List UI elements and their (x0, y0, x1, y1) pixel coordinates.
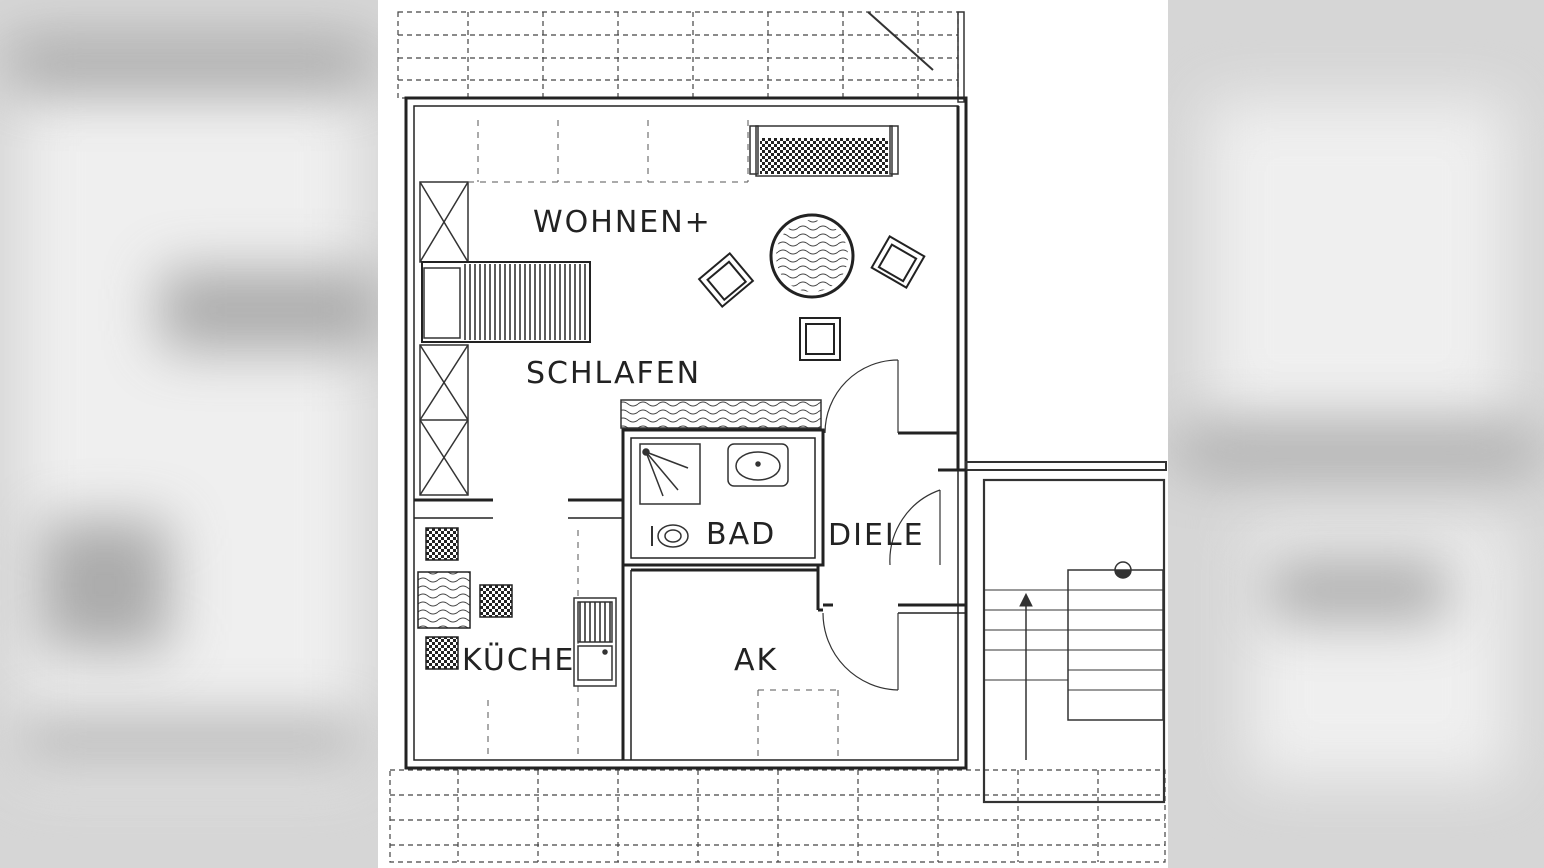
room-label-bad: BAD (706, 517, 776, 552)
countertop (620, 399, 822, 429)
bottom-terrace (389, 769, 1166, 863)
room-label-schlafen: SCHLAFEN (526, 356, 701, 391)
interior-walls (414, 428, 968, 760)
kitchen-counter (417, 571, 471, 629)
washbasin-icon (727, 443, 789, 487)
top-terrace (397, 11, 959, 99)
chair-icon (697, 251, 755, 309)
stove-icon (425, 527, 513, 670)
blurred-backdrop-left (0, 0, 378, 868)
floor-plan: WOHNEN+ SCHLAFEN BAD DIELE KÜCHE AK (378, 0, 1168, 868)
chair-icon (799, 317, 841, 361)
room-label-wohnen: WOHNEN+ (533, 205, 712, 240)
terrace-diagonal (867, 11, 934, 71)
room-label-ak: AK (734, 643, 778, 678)
sofa-icon (749, 125, 899, 177)
wardrobe-units (419, 181, 469, 496)
toilet-icon (651, 524, 689, 548)
room-label-kueche: KÜCHE (462, 642, 575, 678)
terrace-parapet (957, 11, 965, 103)
blurred-backdrop-right (1168, 0, 1544, 868)
stairwell (965, 461, 1167, 804)
room-label-diele: DIELE (828, 518, 925, 553)
chair-icon (870, 235, 926, 289)
sink-icon (573, 597, 617, 687)
door-swings (822, 359, 941, 691)
shower-icon (639, 443, 701, 505)
bed-icon (421, 261, 591, 343)
round-table-icon (769, 213, 855, 299)
